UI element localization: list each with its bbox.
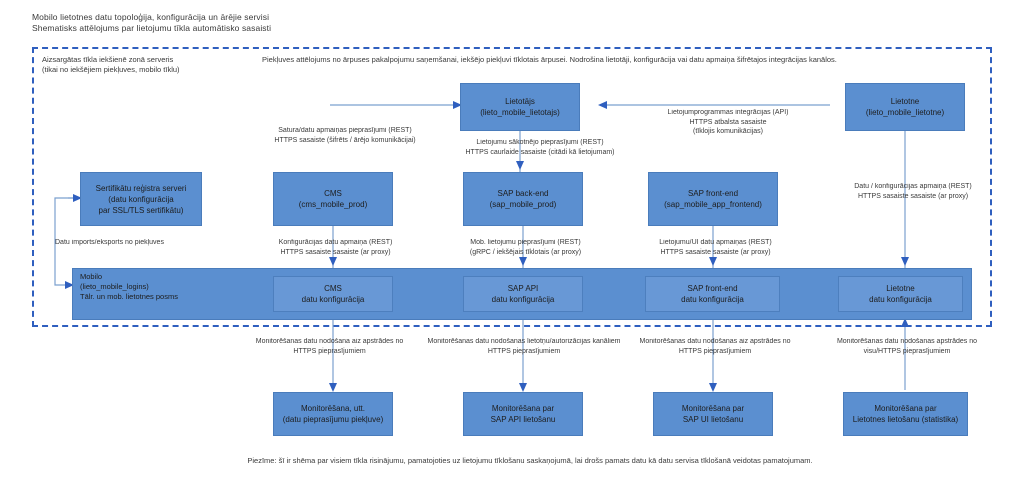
node-monitoring-data-line-1: Monitorēšana, utt. xyxy=(300,404,366,413)
edge-label-sap-api-down: Mob. lietojumu pieprasījumi (REST) (gRPC… xyxy=(438,238,613,257)
edge-label-sap-api-down-line-1: Mob. lietojumu pieprasījumi (REST) xyxy=(470,239,581,246)
band-item-sap-api-config-line-1: SAP API xyxy=(507,284,539,293)
node-monitoring-sap-api-line-1: Monitorēšana par xyxy=(491,404,555,413)
band-item-cms-config-line-1: CMS xyxy=(324,284,342,293)
node-monitoring-app-line-2: Lietotnes lietošanu (statistika) xyxy=(852,415,959,424)
edge-label-bottom-3-line-2: HTTPS pieprasījumiem xyxy=(678,347,752,355)
edge-label-bottom-3-line-1: Monitorēšanas datu nodošanas aiz apstrād… xyxy=(639,338,791,345)
edge-label-bottom-3: Monitorēšanas datu nodošanas aiz apstrād… xyxy=(620,337,810,356)
node-cms-line-1: CMS xyxy=(324,189,342,198)
node-monitoring-data-line-2: (datu pieprasījumu piekļuve) xyxy=(282,415,384,424)
edge-label-cms-down-line-2: HTTPS sasaiste sasaiste (ar proxy) xyxy=(280,248,391,256)
footer-caption: Piezīme: šī ir shēma par visiem tīkla ri… xyxy=(247,456,813,465)
node-sap-backend-line-2: (sap_mobile_prod) xyxy=(489,200,557,209)
node-service-right-line-2: (lieto_mobile_lietotne) xyxy=(865,108,945,117)
trust-boundary xyxy=(32,47,992,327)
node-monitoring-sap-ui-line-1: Monitorēšana par xyxy=(681,404,745,413)
edge-label-cms-down-line-1: Konfigurācijas datu apmaiņa (REST) xyxy=(278,239,393,246)
edge-label-right-to-user-line-2: HTTPS atbalsta sasaiste xyxy=(689,118,767,126)
edge-label-bottom-2: Monitorēšanas datu nodošanas lietotņu/au… xyxy=(424,337,624,356)
edge-label-right-vertical-line-1: Datu / konfigurācijas apmaiņa (REST) xyxy=(854,183,972,190)
band-item-app-config-line-2: datu konfigurācija xyxy=(869,295,932,304)
node-sap-backend-line-1: SAP back-end xyxy=(497,189,549,198)
title-line-2: Shematisks attēlojums par lietojumu tīkl… xyxy=(32,23,272,33)
boundary-note-left: Aizsargātas tīkla iekšienē zonā serveris… xyxy=(42,55,272,75)
platform-band-label-line-1: Mobilo xyxy=(80,272,103,281)
node-cert-store-line-1: Sertifikātu reģistra serveri xyxy=(95,183,187,193)
band-item-sap-api-config[interactable]: SAP API datu konfigurācija xyxy=(463,276,583,312)
node-sap-frontend-line-2: (sap_mobile_app_frontend) xyxy=(664,200,762,209)
edge-label-cms-to-user: Satura/datu apmaiņas pieprasījumi (REST)… xyxy=(250,126,440,145)
band-item-app-config[interactable]: Lietotne datu konfigurācija xyxy=(838,276,963,312)
node-cert-store[interactable]: Sertifikātu reģistra serveri (datu konfi… xyxy=(80,172,202,226)
boundary-note-right: Piekļuves attēlojums no ārpuses pakalpoj… xyxy=(262,55,992,65)
edge-label-bottom-2-line-1: Monitorēšanas datu nodošanas lietotņu/au… xyxy=(427,338,621,345)
node-monitoring-sap-ui[interactable]: Monitorēšana par SAP UI lietošanu xyxy=(653,392,773,436)
node-cert-store-line-2: (datu konfigurācija xyxy=(108,194,174,204)
node-user-mobile[interactable]: Lietotājs (lieto_mobile_lietotajs) xyxy=(460,83,580,131)
edge-label-bottom-4: Monitorēšanas datu nodošanas apstrādes n… xyxy=(812,337,1002,356)
boundary-note-left-line-1: Aizsargātas tīkla iekšienē zonā serveris xyxy=(42,55,174,64)
edge-label-cert-import-line-1: Datu imports/eksports no piekļuves xyxy=(55,239,164,246)
band-item-sap-api-config-line-2: datu konfigurācija xyxy=(491,295,555,304)
node-monitoring-sap-ui-line-2: SAP UI lietošanu xyxy=(682,415,744,424)
edge-label-right-to-user-line-1: Lietojumprogrammas integrācijas (API) xyxy=(667,109,789,116)
edge-label-right-to-user-line-3: (tīklojis komunikācijas) xyxy=(692,128,764,135)
edge-label-sap-ui-down-line-2: HTTPS sasaiste sasaiste (ar proxy) xyxy=(660,248,771,256)
page-title: Mobilo lietotnes datu topoloģija, konfig… xyxy=(32,12,732,34)
edge-label-bottom-4-line-2: visu/HTTPS pieprasījumiem xyxy=(863,347,951,355)
edge-label-bottom-1-line-2: HTTPS pieprasījumiem xyxy=(293,347,366,355)
node-cms[interactable]: CMS (cms_mobile_prod) xyxy=(273,172,393,226)
node-service-right[interactable]: Lietotne (lieto_mobile_lietotne) xyxy=(845,83,965,131)
node-sap-frontend-line-1: SAP front-end xyxy=(687,189,739,198)
node-service-right-line-1: Lietotne xyxy=(890,97,920,106)
node-cert-store-line-3: par SSL/TLS sertifikātu) xyxy=(98,205,184,215)
edge-label-sap-ui-down-line-1: Lietojumu/UI datu apmaiņas (REST) xyxy=(659,239,772,246)
edge-label-bottom-1: Monitorēšanas datu nodošana aiz apstrāde… xyxy=(232,337,427,356)
edge-label-bottom-4-line-1: Monitorēšanas datu nodošanas apstrādes n… xyxy=(836,338,978,345)
node-user-mobile-line-1: Lietotājs xyxy=(505,97,535,106)
edge-label-bottom-2-line-2: HTTPS pieprasījumiem xyxy=(487,347,561,355)
band-item-cms-config-line-2: datu konfigurācija xyxy=(301,295,365,304)
edge-label-sap-ui-down: Lietojumu/UI datu apmaiņas (REST) HTTPS … xyxy=(628,238,803,257)
node-monitoring-sap-api[interactable]: Monitorēšana par SAP API lietošanu xyxy=(463,392,583,436)
platform-band-label-line-2: (lieto_mobile_logins) xyxy=(80,282,149,291)
band-item-cms-config[interactable]: CMS datu konfigurācija xyxy=(273,276,393,312)
edge-label-cert-import: Datu imports/eksports no piekļuves xyxy=(55,238,235,248)
band-item-sap-frontend-config-line-1: SAP front-end xyxy=(687,284,738,293)
edge-label-sap-api-down-line-2: (gRPC / iekšējais tīklotais (ar proxy) xyxy=(469,248,582,256)
edge-label-cms-to-user-line-2: HTTPS sasaiste (šifrēts / ārējo komunikā… xyxy=(274,136,416,144)
node-cms-line-2: (cms_mobile_prod) xyxy=(298,200,368,209)
band-item-sap-frontend-config[interactable]: SAP front-end datu konfigurācija xyxy=(645,276,780,312)
title-line-1: Mobilo lietotnes datu topoloģija, konfig… xyxy=(32,12,270,22)
edge-label-bottom-1-line-1: Monitorēšanas datu nodošana aiz apstrāde… xyxy=(255,338,404,345)
node-monitoring-sap-api-line-2: SAP API lietošanu xyxy=(490,415,556,424)
edge-label-sap-to-user-line-1: Lietojumu sākotnējo pieprasījumi (REST) xyxy=(476,139,604,146)
node-sap-backend[interactable]: SAP back-end (sap_mobile_prod) xyxy=(463,172,583,226)
node-monitoring-app[interactable]: Monitorēšana par Lietotnes lietošanu (st… xyxy=(843,392,968,436)
band-item-app-config-line-1: Lietotne xyxy=(886,284,915,293)
band-item-sap-frontend-config-line-2: datu konfigurācija xyxy=(681,295,744,304)
edge-label-cms-down: Konfigurācijas datu apmaiņa (REST) HTTPS… xyxy=(248,238,423,257)
boundary-note-right-line-1: Piekļuves attēlojums no ārpuses pakalpoj… xyxy=(262,55,837,64)
platform-band-label: Mobilo (lieto_mobile_logins) Tālr. un mo… xyxy=(80,272,260,302)
edge-label-sap-to-user-line-2: HTTPS caurlaide sasaiste (citādi kā liet… xyxy=(465,148,615,156)
node-sap-frontend[interactable]: SAP front-end (sap_mobile_app_frontend) xyxy=(648,172,778,226)
edge-label-right-vertical: Datu / konfigurācijas apmaiņa (REST) HTT… xyxy=(828,182,998,201)
boundary-note-left-line-2: (tikai no iekšējiem piekļuves, mobilo tī… xyxy=(42,65,180,74)
node-user-mobile-line-2: (lieto_mobile_lietotajs) xyxy=(480,108,560,117)
edge-label-cms-to-user-line-1: Satura/datu apmaiņas pieprasījumi (REST) xyxy=(278,127,412,134)
platform-band-label-line-3: Tālr. un mob. lietotnes posms xyxy=(80,292,178,301)
edge-label-right-vertical-line-2: HTTPS sasaiste sasaiste (ar proxy) xyxy=(857,192,969,200)
node-monitoring-data[interactable]: Monitorēšana, utt. (datu pieprasījumu pi… xyxy=(273,392,393,436)
edge-label-sap-to-user: Lietojumu sākotnējo pieprasījumi (REST) … xyxy=(440,138,640,157)
edge-label-right-to-user: Lietojumprogrammas integrācijas (API) HT… xyxy=(628,108,828,137)
node-monitoring-app-line-1: Monitorēšana par xyxy=(874,404,937,413)
